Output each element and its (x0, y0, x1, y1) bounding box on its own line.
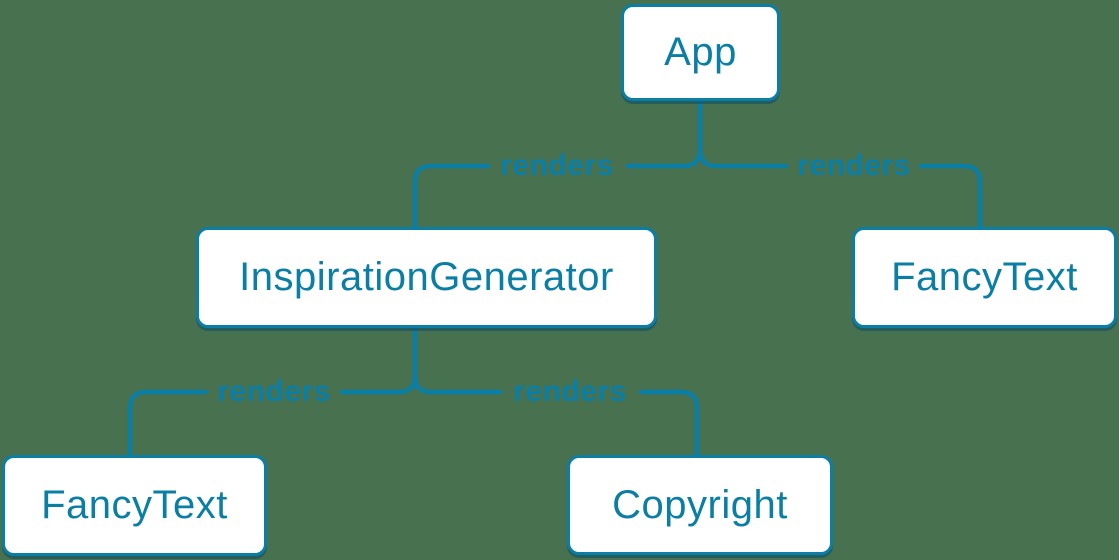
edge-app-to-fancytext-line-b (918, 163, 983, 229)
edge-inspirationgenerator-to-fancytext-line-b (127, 389, 209, 457)
node-fancy-text-top-label: FancyText (891, 255, 1078, 299)
node-fancy-text-top: FancyText (852, 227, 1117, 328)
node-app-label: App (664, 30, 737, 74)
edge-label-renders-app-fancytext: renders (797, 149, 911, 182)
edge-app-to-inspirationgenerator-line-b (412, 163, 491, 229)
node-copyright: Copyright (567, 455, 833, 555)
node-inspiration-generator-label: InspirationGenerator (239, 255, 614, 299)
node-inspiration-generator: InspirationGenerator (196, 227, 657, 328)
edge-inspirationgenerator-to-fancytext-line-a (339, 326, 418, 395)
edge-app-to-fancytext-line-a (697, 146, 789, 169)
edge-label-renders-inspirationgenerator-fancytext: renders (217, 375, 331, 408)
node-fancy-text-bottom: FancyText (2, 455, 267, 556)
edge-inspirationgenerator-to-copyright-line-b (638, 389, 700, 457)
node-fancy-text-bottom-label: FancyText (41, 483, 228, 527)
node-copyright-label: Copyright (612, 482, 788, 527)
node-app: App (621, 4, 780, 101)
edge-label-renders-inspirationgenerator-copyright: renders (513, 375, 627, 408)
edge-inspirationgenerator-to-copyright-line-a (412, 373, 503, 395)
edge-app-to-inspirationgenerator-line-a (625, 98, 703, 169)
edge-label-renders-app-inspirationgenerator: renders (500, 149, 614, 182)
